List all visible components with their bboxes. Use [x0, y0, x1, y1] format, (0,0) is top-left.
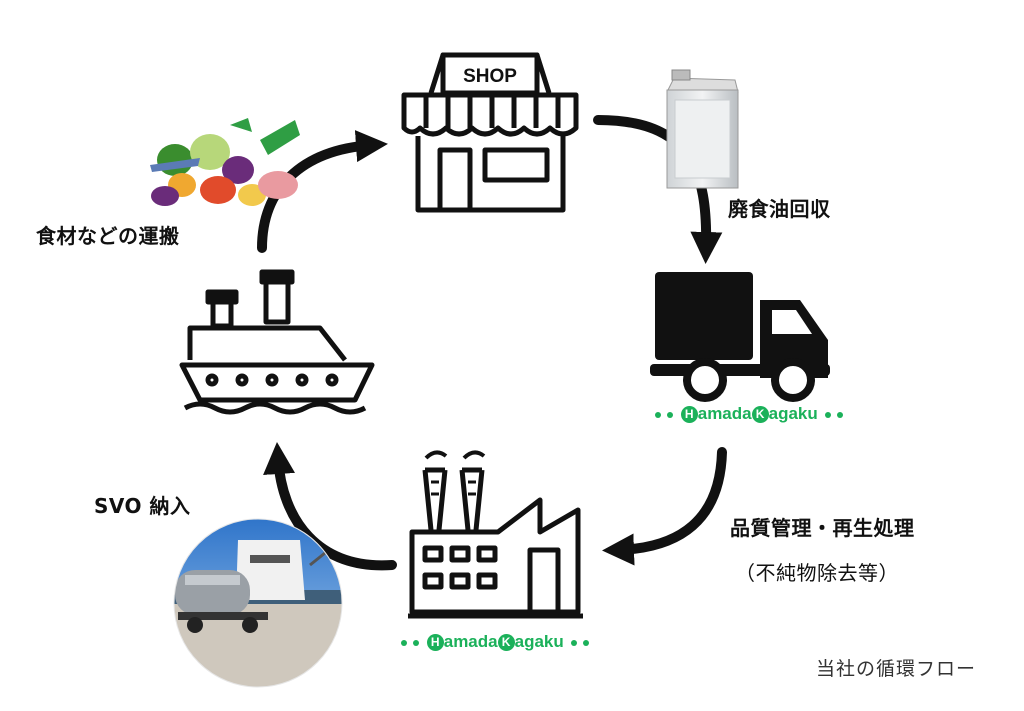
shop-icon [401, 52, 579, 213]
caption: 当社の循環フロー [815, 658, 976, 680]
tanker-photo [174, 519, 342, 687]
oil-can-icon [666, 69, 739, 189]
factory-icon [408, 450, 583, 619]
vegetables-icon [150, 118, 300, 206]
shop-sign-text: SHOP [463, 66, 517, 87]
label-oil-collection: 廃食油回収 [728, 197, 831, 221]
label-svo: SVO 納入 [94, 494, 191, 518]
label-transport: 食材などの運搬 [36, 224, 180, 248]
truck-icon [650, 272, 830, 402]
label-impurity: （不純物除去等） [735, 561, 899, 585]
arrow-truck-to-factory [602, 447, 727, 566]
label-quality: 品質管理・再生処理 [730, 516, 915, 540]
ship-icon [179, 269, 375, 415]
